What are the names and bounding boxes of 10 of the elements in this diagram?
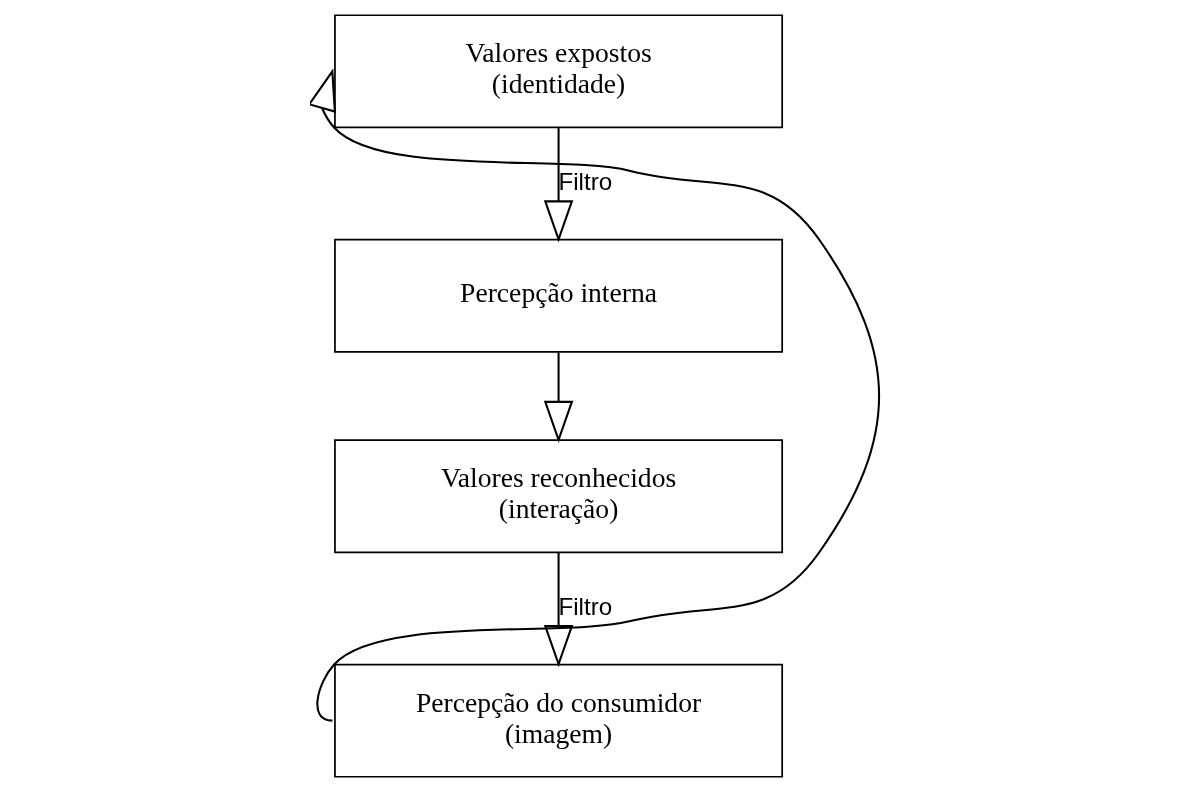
arrow bbox=[309, 68, 880, 722]
node-box: Percepção do consumidor (imagem) bbox=[333, 663, 783, 778]
arrow bbox=[543, 352, 573, 443]
edge-label: Filtro bbox=[557, 168, 612, 195]
node-box: Valores expostos (identidade) bbox=[333, 14, 783, 129]
arrow bbox=[543, 127, 573, 243]
node-box: Percepção interna bbox=[333, 238, 783, 353]
edge-label: Filtro bbox=[557, 592, 612, 620]
arrow bbox=[543, 552, 573, 668]
node-box: Valores reconhecidos (interação) bbox=[333, 439, 783, 554]
